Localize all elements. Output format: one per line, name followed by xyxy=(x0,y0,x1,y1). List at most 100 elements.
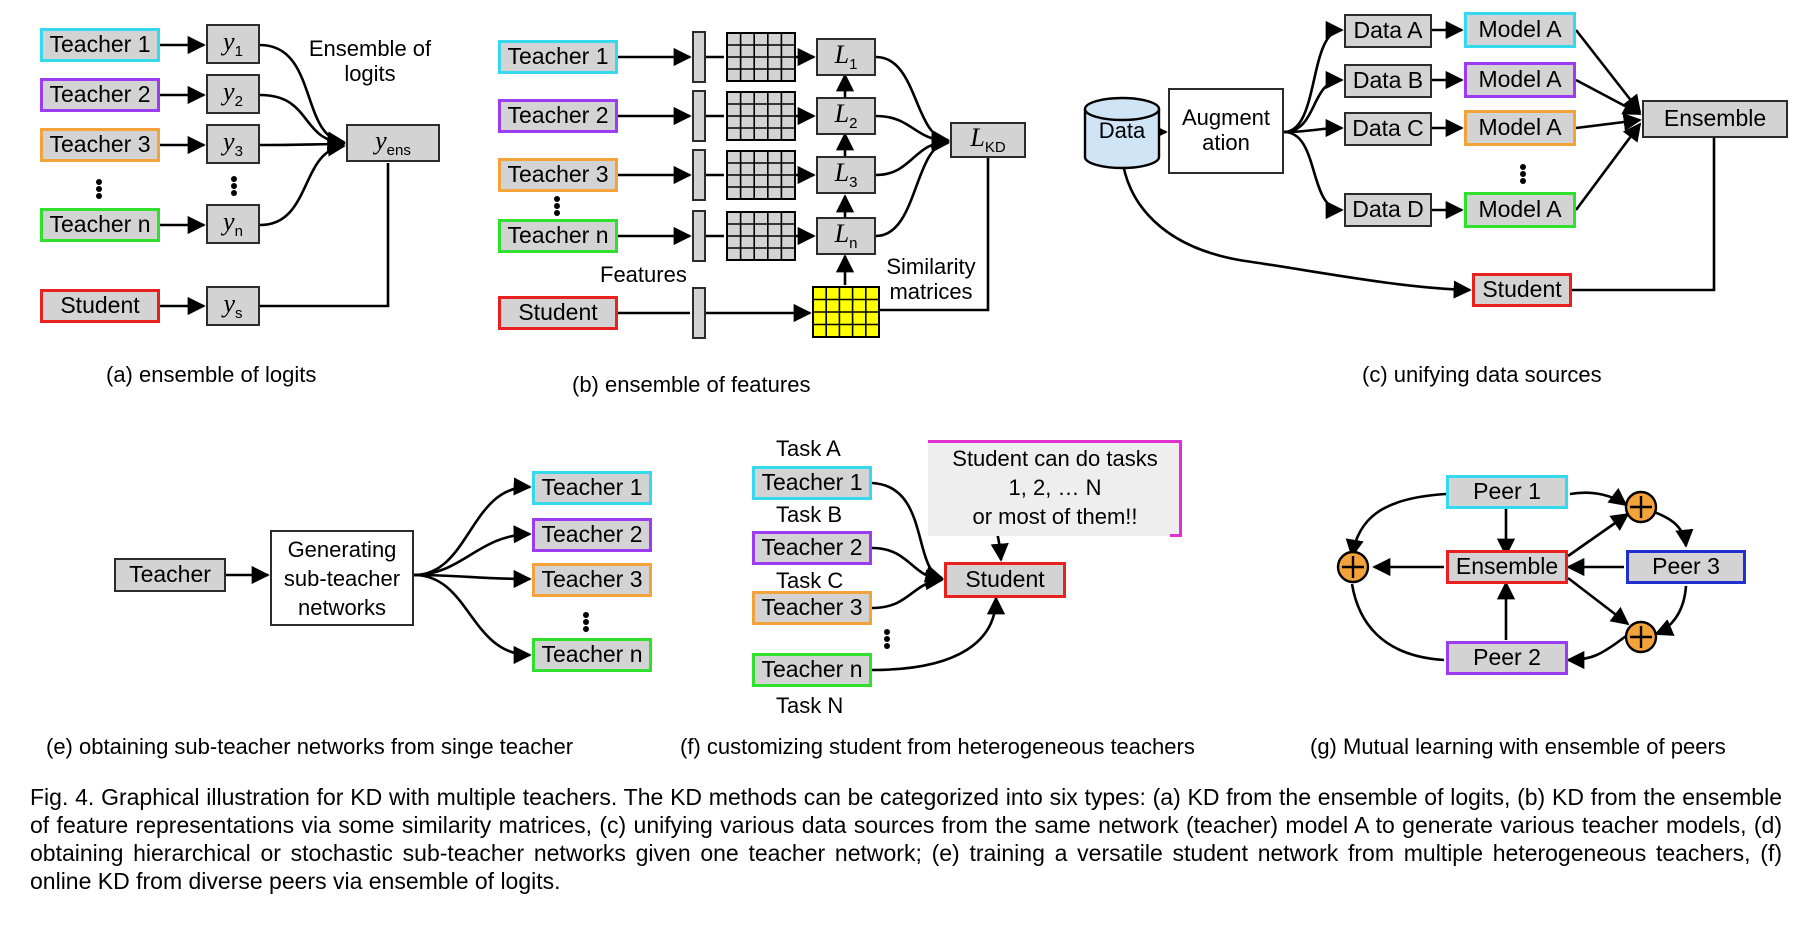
caption-f: (f) customizing student from heterogeneo… xyxy=(680,734,1195,759)
teacher-label: Teacher n xyxy=(761,656,863,683)
logit-label: y1 xyxy=(223,27,243,61)
teacher-2-box: Teacher 2 xyxy=(498,99,618,133)
teacher-label: Teacher 2 xyxy=(541,521,643,548)
teacher-label: Teacher 2 xyxy=(507,102,609,129)
loss-label: L1 xyxy=(834,40,858,74)
ensemble-label: Ensemble xyxy=(1455,553,1559,580)
student-box: Student xyxy=(944,562,1066,598)
student-label: Student xyxy=(60,292,140,319)
ensemble-box: Ensemble xyxy=(1642,100,1788,138)
teacher-n-box: Teacher n xyxy=(752,653,872,687)
data-b-box: Data B xyxy=(1344,64,1432,98)
task-b-label: Task B xyxy=(776,502,843,527)
feature-bar xyxy=(692,287,706,339)
sub-teacher-1-box: Teacher 1 xyxy=(532,471,652,505)
figure-caption: Fig. 4. Graphical illustration for KD wi… xyxy=(30,784,1782,894)
teacher-n-box: Teacher n xyxy=(498,219,618,253)
callout-border-bottom xyxy=(1170,534,1182,537)
peer-label: Peer 3 xyxy=(1652,553,1720,580)
peer-label: Peer 1 xyxy=(1473,478,1541,505)
model-label: Model A xyxy=(1478,196,1562,223)
teacher-label: Teacher 1 xyxy=(761,469,863,496)
sum-node-icon xyxy=(1336,550,1370,584)
model-a-4-box: Model A xyxy=(1464,192,1576,228)
teacher-label: Teacher 2 xyxy=(761,534,863,561)
sub-teacher-2-box: Teacher 2 xyxy=(532,518,652,552)
model-label: Model A xyxy=(1478,16,1562,43)
ensemble-box: Ensemble xyxy=(1446,550,1568,584)
logit-yn-box: yn xyxy=(206,204,260,244)
teacher-1-box: Teacher 1 xyxy=(40,28,160,62)
student-label: Student xyxy=(965,566,1045,593)
model-a-3-box: Model A xyxy=(1464,110,1576,146)
loss-ln-box: Ln xyxy=(816,217,876,255)
data-source-label: Data xyxy=(1098,118,1146,143)
loss-l3-box: L3 xyxy=(816,156,876,194)
teacher-label: Teacher n xyxy=(541,641,643,668)
callout-text: Student can do tasks 1, 2, … N or most o… xyxy=(952,446,1158,529)
feature-grid xyxy=(726,211,796,261)
teacher-label: Teacher n xyxy=(49,211,151,238)
teacher-n-box: Teacher n xyxy=(40,208,160,242)
data-split-label: Data D xyxy=(1352,196,1424,223)
logit-label: y3 xyxy=(223,127,243,161)
teacher-label: Teacher 3 xyxy=(541,566,643,593)
sum-node-icon xyxy=(1624,490,1658,524)
logit-ys-box: ys xyxy=(206,286,260,326)
student-box: Student xyxy=(40,289,160,323)
sub-teacher-n-box: Teacher n xyxy=(532,638,652,672)
model-label: Model A xyxy=(1478,66,1562,93)
teacher-label: Teacher 1 xyxy=(541,474,643,501)
data-split-label: Data A xyxy=(1353,17,1423,44)
teacher-1-box: Teacher 1 xyxy=(498,40,618,74)
caption-a: (a) ensemble of logits xyxy=(106,362,317,387)
student-label: Student xyxy=(1482,276,1562,303)
data-split-label: Data C xyxy=(1352,115,1424,142)
peer-3-box: Peer 3 xyxy=(1626,550,1746,584)
model-label: Model A xyxy=(1478,114,1562,141)
loss-kd-box: LKD xyxy=(950,122,1026,158)
data-split-label: Data B xyxy=(1352,67,1424,94)
model-a-2-box: Model A xyxy=(1464,62,1576,98)
data-cylinder-icon xyxy=(1083,96,1161,170)
logit-label: yn xyxy=(223,207,243,241)
sub-teacher-3-box: Teacher 3 xyxy=(532,563,652,597)
sum-node-icon xyxy=(1624,620,1658,654)
ensemble-logit-label: yens xyxy=(375,126,411,160)
logit-label: y2 xyxy=(223,77,243,111)
callout-box xyxy=(928,440,1182,536)
student-box: Student xyxy=(1472,273,1572,307)
teacher-2-box: Teacher 2 xyxy=(752,531,872,565)
feature-bar xyxy=(692,31,706,83)
task-n-label: Task N xyxy=(776,693,844,718)
teacher-3-box: Teacher 3 xyxy=(752,591,872,625)
feature-bar xyxy=(692,149,706,201)
peer-1-box: Peer 1 xyxy=(1446,475,1568,509)
task-a-label: Task A xyxy=(776,436,841,461)
loss-l1-box: L1 xyxy=(816,38,876,76)
teacher-2-box: Teacher 2 xyxy=(40,78,160,112)
single-teacher-box: Teacher xyxy=(114,558,226,592)
loss-label: L2 xyxy=(834,99,858,133)
peer-2-box: Peer 2 xyxy=(1446,641,1568,675)
logit-label: ys xyxy=(223,289,243,323)
ensemble-of-logits-label: Ensemble of logits xyxy=(308,36,432,87)
caption-e: (e) obtaining sub-teacher networks from … xyxy=(46,734,574,759)
loss-l2-box: L2 xyxy=(816,97,876,135)
feature-grid xyxy=(726,32,796,82)
ensemble-label: Ensemble xyxy=(1663,105,1767,132)
task-c-label: Task C xyxy=(776,568,844,593)
feature-bar xyxy=(692,210,706,262)
data-c-box: Data C xyxy=(1344,112,1432,146)
teacher-label: Teacher 3 xyxy=(49,131,151,158)
features-label: Features xyxy=(600,262,687,287)
teacher-label: Teacher xyxy=(129,561,211,588)
data-a-box: Data A xyxy=(1344,14,1432,48)
logit-y1-box: y1 xyxy=(206,24,260,64)
feature-grid xyxy=(726,150,796,200)
feature-bar xyxy=(692,90,706,142)
